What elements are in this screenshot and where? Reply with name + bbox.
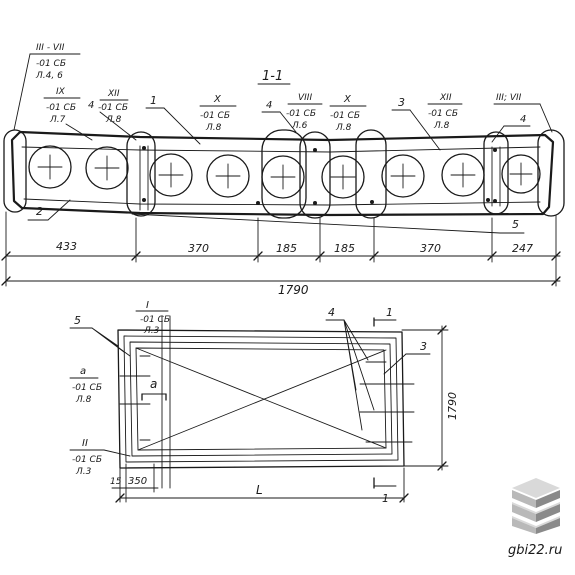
section-mark-top: 1 — [373, 306, 397, 327]
callout-III-VII-right: III; VII — [493, 93, 553, 133]
callout-1: 1 — [145, 94, 201, 145]
svg-text:а: а — [80, 366, 86, 377]
dim-L: L — [256, 483, 263, 497]
svg-text:VIII: VIII — [298, 93, 312, 103]
svg-text:X: X — [213, 94, 222, 105]
plan-label-I: I -01 СБ Л.3 — [135, 300, 170, 336]
svg-text:-01 СБ: -01 СБ — [140, 315, 170, 325]
plan-label-II: II -01 СБ Л.3 — [69, 438, 131, 477]
dim-370-left: 370 — [188, 242, 209, 255]
section-mark-bottom: 1 — [373, 477, 397, 505]
svg-text:-01 СБ: -01 СБ — [72, 455, 102, 465]
callout-III-VII: III - VII -01 СБ Л.4, 6 — [13, 43, 81, 131]
svg-text:Л.8: Л.8 — [433, 121, 450, 131]
dim-185-right: 185 — [334, 242, 355, 255]
plan-label-4: 4 — [325, 306, 375, 431]
svg-text:5: 5 — [74, 314, 81, 327]
callout-X-right: X -01 СБ Л.8 — [329, 94, 367, 133]
svg-text:1: 1 — [150, 94, 157, 107]
watermark-text: gbi22.ru — [508, 543, 562, 558]
svg-text:-01 СБ: -01 СБ — [200, 111, 230, 121]
plan-label-3: 3 — [383, 340, 431, 375]
section-title: 1-1 — [262, 69, 283, 84]
svg-text:I: I — [146, 300, 149, 311]
svg-text:IX: IX — [56, 87, 66, 97]
svg-text:1: 1 — [386, 306, 393, 319]
svg-text:4: 4 — [88, 100, 94, 111]
svg-text:4: 4 — [266, 100, 272, 111]
svg-text:-01 СБ: -01 СБ — [286, 109, 316, 119]
callout-X-left: X -01 СБ Л.8 — [199, 94, 237, 133]
dim-height-1790: 1790 — [446, 392, 459, 420]
svg-text:1: 1 — [382, 492, 389, 505]
svg-text:-01 СБ: -01 СБ — [72, 383, 102, 393]
dim-15: 15 — [110, 477, 122, 487]
svg-text:Л.8: Л.8 — [335, 123, 352, 133]
svg-text:3: 3 — [420, 340, 427, 353]
svg-text:-01 СБ: -01 СБ — [428, 109, 458, 119]
svg-text:-01 СБ: -01 СБ — [98, 103, 128, 113]
svg-text:Л.3: Л.3 — [143, 326, 160, 336]
cross-section-1-1: 1-1 — [1, 43, 565, 297]
plan-height-dimension: 1790 — [401, 325, 459, 471]
svg-text:3: 3 — [398, 96, 405, 109]
svg-text:-01 СБ: -01 СБ — [330, 111, 360, 121]
svg-text:Л.6: Л.6 — [291, 121, 308, 131]
callout-IX: IX -01 СБ Л.7 — [43, 87, 93, 141]
svg-text:Л.8: Л.8 — [205, 123, 222, 133]
dim-185-left: 185 — [276, 242, 297, 255]
svg-text:4: 4 — [520, 114, 526, 125]
callout-XII: XII -01 СБ Л.8 — [427, 93, 463, 131]
svg-text:а: а — [150, 377, 157, 391]
plan-bars-right — [359, 361, 415, 443]
svg-text:XII: XII — [439, 93, 452, 103]
callout-4-right: 4 — [491, 114, 531, 143]
callout-5: 5 — [131, 213, 525, 234]
svg-text:III; VII: III; VII — [496, 93, 522, 103]
hollow-cores — [28, 145, 541, 199]
svg-text:X: X — [343, 94, 352, 105]
callout-4-XII: 4 XII -01 СБ Л.8 — [88, 89, 137, 141]
slab-outline — [10, 130, 555, 217]
svg-text:Л.3: Л.3 — [75, 467, 92, 477]
rebar-dots — [142, 146, 497, 205]
plan-label-5: 5 — [69, 314, 131, 357]
dim-total-1790: 1790 — [278, 283, 309, 297]
svg-text:Л.7: Л.7 — [49, 115, 66, 125]
plan-label-a: а -01 СБ Л.8 — [69, 366, 102, 405]
plan-view: 5 I -01 СБ Л.3 4 1 3 — [69, 300, 459, 505]
plan-bars-left — [119, 355, 151, 441]
svg-text:4: 4 — [328, 306, 335, 319]
plan-inner-section-a: а — [141, 377, 167, 401]
svg-text:-01 СБ: -01 СБ — [46, 103, 76, 113]
svg-text:5: 5 — [512, 218, 519, 231]
svg-text:Л.8: Л.8 — [75, 395, 92, 405]
svg-text:II: II — [82, 438, 88, 449]
svg-text:2: 2 — [36, 205, 43, 218]
stacked-slabs-logo-icon — [512, 478, 560, 534]
callout-2: 2 — [27, 199, 71, 221]
callout-3: 3 — [391, 96, 441, 151]
svg-text:Л.4, 6: Л.4, 6 — [35, 71, 63, 81]
svg-text:-01 СБ: -01 СБ — [36, 59, 66, 69]
dim-370-right: 370 — [420, 242, 441, 255]
dim-350: 350 — [128, 476, 147, 487]
svg-text:XII: XII — [107, 89, 120, 99]
section-dimensions: 433 370 185 185 370 247 1790 — [1, 211, 561, 297]
dim-433: 433 — [56, 240, 77, 253]
plan-outline — [117, 329, 405, 469]
svg-text:Л.8: Л.8 — [105, 115, 122, 125]
svg-text:III - VII: III - VII — [36, 43, 65, 53]
callout-4-VIII: 4 VIII -01 СБ Л.6 — [261, 93, 323, 133]
plan-bottom-dimensions: 15 350 L — [110, 463, 409, 503]
dim-247: 247 — [512, 242, 533, 255]
